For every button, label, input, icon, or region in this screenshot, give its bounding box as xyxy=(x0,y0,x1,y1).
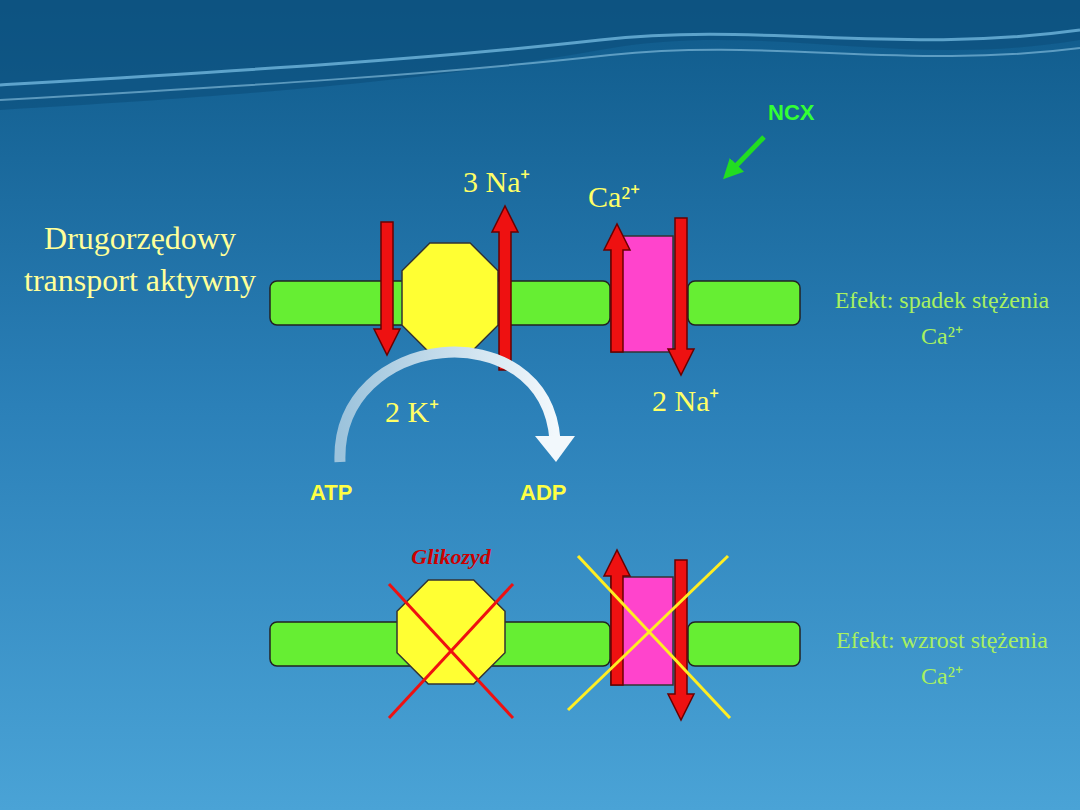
ion-arrow xyxy=(668,218,694,375)
membrane xyxy=(688,281,800,325)
wave-line xyxy=(0,30,1080,85)
wave xyxy=(0,0,1080,110)
cross-mark xyxy=(389,584,513,718)
ion-arrow xyxy=(668,560,694,720)
membrane xyxy=(688,622,800,666)
effect-note: Efekt: spadek stężenia Ca²⁺ xyxy=(832,282,1052,354)
ion-label: Ca²⁺ xyxy=(588,180,640,215)
energy-arc xyxy=(340,352,555,462)
energy-arc-head xyxy=(535,436,575,462)
na-k-pump xyxy=(397,580,505,684)
ion-label: 3 Na⁺ xyxy=(463,165,530,200)
blocked-pump: Glikozyd xyxy=(386,544,516,686)
ion-label: 2 K⁺ xyxy=(385,395,439,430)
cross-mark xyxy=(578,556,730,718)
callout-label: NCX xyxy=(768,100,814,125)
cross-mark xyxy=(389,584,513,718)
energy-label: ADP xyxy=(520,480,566,505)
pointer-arrow xyxy=(730,137,764,172)
ion-label: 2 Na⁺ xyxy=(652,384,719,419)
ion-arrow xyxy=(492,206,518,370)
drug-label: Glikozyd xyxy=(386,544,516,570)
ion-arrow xyxy=(604,224,630,352)
effect-note: Efekt: wzrost stężenia Ca²⁺ xyxy=(832,622,1052,694)
na-k-pump xyxy=(402,243,498,353)
pump-outline xyxy=(386,578,516,686)
cross-mark xyxy=(568,556,728,710)
ion-arrow xyxy=(374,222,400,355)
slide-title: Drugorzędowy transport aktywny xyxy=(8,218,272,301)
energy-label: ATP xyxy=(310,480,352,505)
wave-line xyxy=(0,48,1080,100)
